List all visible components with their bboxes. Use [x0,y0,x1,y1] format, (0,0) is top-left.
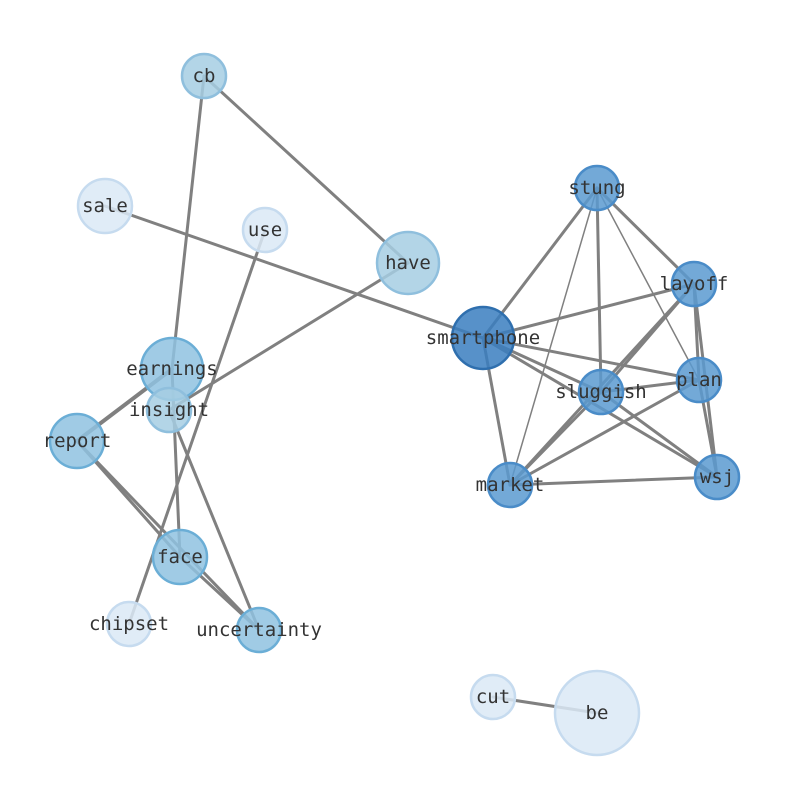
node-circle[interactable] [76,177,134,235]
node-circle[interactable] [241,206,289,254]
node-label: plan [676,369,722,391]
nodes-layer: cb sale use have earnings insight report face ch… [43,52,741,757]
node-insight[interactable]: insight [129,386,209,434]
node-sluggish[interactable]: sluggish [555,368,647,416]
node-have[interactable]: have [375,230,441,296]
node-label: layoff [660,273,729,295]
edge-market-wsj [508,475,719,487]
node-circle[interactable] [486,461,534,509]
node-circle[interactable] [469,673,517,721]
node-label: uncertainty [196,619,322,641]
edge-smartphone-layoff [481,282,696,340]
node-label: stung [568,177,625,199]
edge-cb-have [202,74,410,265]
node-circle[interactable] [105,600,153,648]
node-smartphone[interactable]: smartphone [426,305,540,371]
node-cut[interactable]: cut [469,673,517,721]
node-label: be [586,702,609,724]
node-face[interactable]: face [151,528,209,586]
node-circle[interactable] [577,368,625,416]
node-circle[interactable] [675,356,723,404]
edge-insight-uncertainty [167,408,261,632]
node-circle[interactable] [670,260,718,308]
node-circle[interactable] [180,52,228,100]
node-label: cb [193,65,216,87]
node-label: face [157,546,203,568]
node-label: wsj [700,466,734,488]
node-be[interactable]: be [553,669,641,757]
node-label: sluggish [555,381,647,403]
node-layoff[interactable]: layoff [660,260,729,308]
node-sale[interactable]: sale [76,177,134,235]
node-circle[interactable] [553,669,641,757]
edge-sluggish-wsj [599,390,719,479]
edge-use-chipset [127,228,267,626]
node-label: cut [476,686,510,708]
node-circle[interactable] [375,230,441,296]
edge-cb-earnings [170,74,206,371]
node-label: sale [82,195,128,217]
node-report[interactable]: report [43,412,112,470]
node-circle[interactable] [48,412,106,470]
node-market[interactable]: market [476,461,545,509]
node-label: smartphone [426,327,540,349]
edge-stung-market [509,187,598,486]
node-cb[interactable]: cb [180,52,228,100]
edge-sale-smartphone [103,204,485,340]
node-label: have [385,252,431,274]
node-circle[interactable] [151,528,209,586]
node-circle[interactable] [573,164,621,212]
node-circle[interactable] [450,305,516,371]
edge-stung-plan [596,187,700,381]
node-uncertainty[interactable]: uncertainty [196,606,322,654]
node-label: earnings [126,358,218,380]
node-chipset[interactable]: chipset [89,600,169,648]
node-circle[interactable] [145,386,193,434]
edge-plan-market [508,378,701,487]
node-label: insight [129,399,209,421]
node-plan[interactable]: plan [675,356,723,404]
node-stung[interactable]: stung [568,164,626,212]
node-label: chipset [89,613,169,635]
edge-have-insight [167,261,410,412]
node-circle[interactable] [693,453,741,501]
node-label: market [476,474,545,496]
node-label: use [248,219,282,241]
edge-smartphone-plan [481,336,701,382]
edge-stung-sluggish [595,186,603,394]
node-label: report [43,430,112,452]
node-wsj[interactable]: wsj [693,453,741,501]
node-circle[interactable] [235,606,283,654]
node-use[interactable]: use [241,206,289,254]
